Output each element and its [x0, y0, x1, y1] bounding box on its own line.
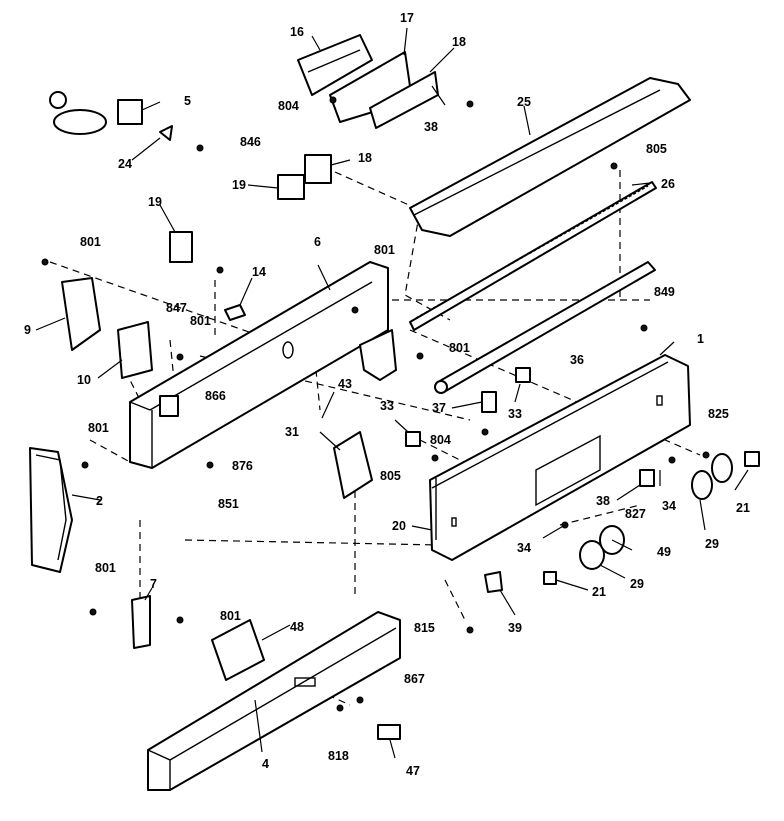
label-849: 849 [654, 285, 675, 299]
label-847: 847 [166, 301, 187, 315]
part-29-knobs [579, 453, 733, 570]
screws [41, 96, 710, 712]
part-1-control-panel [429, 354, 691, 561]
label-801-f: 801 [449, 341, 470, 355]
label-801-e: 801 [190, 314, 211, 328]
label-43: 43 [338, 377, 352, 391]
part-37-cylinder [481, 391, 497, 413]
part-6-back-panel [129, 261, 397, 469]
label-801-g: 801 [374, 243, 395, 257]
label-19-left: 19 [148, 195, 162, 209]
label-9: 9 [24, 323, 31, 337]
label-34-right: 34 [662, 499, 676, 513]
label-867: 867 [404, 672, 425, 686]
label-10: 10 [77, 373, 91, 387]
label-49: 49 [657, 545, 671, 559]
label-31: 31 [285, 425, 299, 439]
part-2-side-trim [29, 447, 73, 573]
label-846: 846 [240, 135, 261, 149]
label-33-right: 33 [508, 407, 522, 421]
part-5-thermostat [49, 91, 143, 135]
label-866: 866 [205, 389, 226, 403]
label-818: 818 [328, 749, 349, 763]
part-14-clip [224, 304, 246, 321]
label-825: 825 [708, 407, 729, 421]
part-24-clip [159, 125, 173, 141]
label-4: 4 [262, 757, 269, 771]
label-34-bottom: 34 [517, 541, 531, 555]
label-19-right: 19 [232, 178, 246, 192]
label-38-panel: 38 [596, 494, 610, 508]
label-47: 47 [406, 764, 420, 778]
label-18-switch: 18 [358, 151, 372, 165]
part-38-switch [639, 469, 655, 487]
part-26-rail [409, 181, 657, 331]
label-5: 5 [184, 94, 191, 108]
label-21-bottom: 21 [592, 585, 606, 599]
label-801-a: 801 [80, 235, 101, 249]
label-24: 24 [118, 157, 132, 171]
label-14: 14 [252, 265, 266, 279]
label-29-bottom: 29 [630, 577, 644, 591]
label-37: 37 [432, 401, 446, 415]
part-33-knob [405, 367, 531, 447]
part-47-block [377, 724, 401, 740]
label-17: 17 [400, 11, 414, 25]
label-2: 2 [96, 494, 103, 508]
label-36: 36 [570, 353, 584, 367]
label-827: 827 [625, 507, 646, 521]
label-805-b: 805 [380, 469, 401, 483]
part-21-knob-caps [543, 451, 760, 585]
label-801-b: 801 [88, 421, 109, 435]
part-31-circuit-board [333, 431, 373, 499]
part-4-bottom-trim [147, 611, 401, 791]
part-25-top-trim [409, 77, 691, 237]
label-801-d: 801 [220, 609, 241, 623]
label-876: 876 [232, 459, 253, 473]
label-851: 851 [218, 497, 239, 511]
label-48: 48 [290, 620, 304, 634]
label-805-a: 805 [646, 142, 667, 156]
label-16: 16 [290, 25, 304, 39]
label-29-right: 29 [705, 537, 719, 551]
part-9-bracket [61, 277, 101, 351]
part-18-switch [304, 154, 332, 184]
part-19-switch [169, 174, 305, 263]
label-801-c: 801 [95, 561, 116, 575]
part-7-bracket [131, 595, 151, 649]
label-20: 20 [392, 519, 406, 533]
part-10-bracket [117, 321, 153, 379]
label-33-left: 33 [380, 399, 394, 413]
label-815: 815 [414, 621, 435, 635]
label-6: 6 [314, 235, 321, 249]
label-7: 7 [150, 577, 157, 591]
part-39-switch [484, 571, 503, 593]
label-25: 25 [517, 95, 531, 109]
leader-lines [35, 27, 749, 759]
part-866-bracket [159, 395, 179, 417]
part-36-rod [434, 261, 656, 394]
label-21-right: 21 [736, 501, 750, 515]
part-labels: 1 2 4 6 7 9 10 14 16 17 18 18 19 19 20 2… [24, 11, 750, 778]
label-18-top: 18 [452, 35, 466, 49]
label-39: 39 [508, 621, 522, 635]
label-1: 1 [697, 332, 704, 346]
part-48-module [211, 619, 265, 681]
label-38-top: 38 [424, 120, 438, 134]
part-16-timer [297, 34, 373, 96]
label-26: 26 [661, 177, 675, 191]
label-804-b: 804 [430, 433, 451, 447]
label-804-a: 804 [278, 99, 299, 113]
